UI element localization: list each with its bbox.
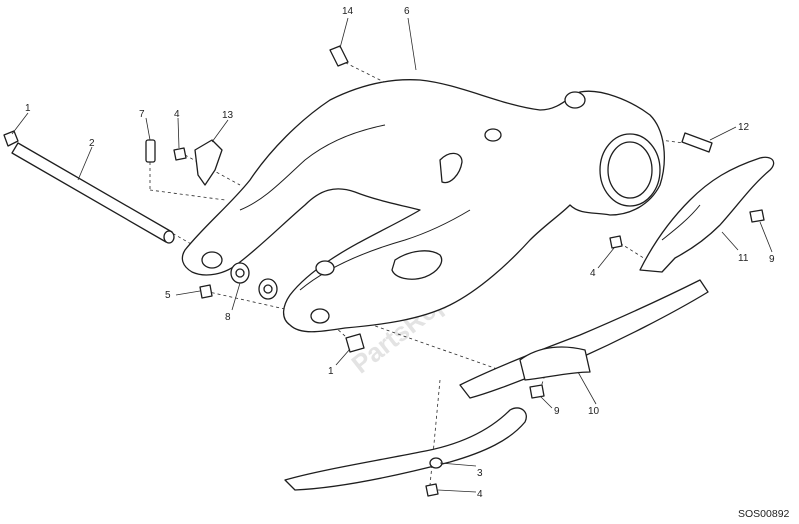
swingarm — [181, 79, 665, 333]
callout-4-mid: 4 — [590, 268, 596, 279]
washers-8 — [230, 262, 278, 300]
callout-3: 3 — [477, 468, 483, 479]
bracket-13 — [194, 139, 223, 186]
callout-9-lower: 9 — [554, 406, 560, 417]
nut-5 — [199, 284, 213, 299]
screw-9-upper — [749, 209, 765, 223]
screw-4-upper — [173, 147, 187, 161]
lower-slider-3 — [284, 407, 527, 491]
callouts: 1 2 7 4 13 14 6 12 9 11 4 5 8 1 9 10 3 4 — [25, 6, 775, 500]
callout-12: 12 — [738, 122, 750, 133]
screw-9-lower — [529, 384, 545, 399]
plug-top — [3, 130, 19, 147]
screw-4-mid — [609, 235, 623, 249]
callout-14: 14 — [342, 6, 354, 17]
callout-9-upper: 9 — [769, 254, 775, 265]
callout-10: 10 — [588, 406, 600, 417]
callout-7: 7 — [139, 109, 145, 120]
callout-4-upper: 4 — [174, 109, 180, 120]
screw-14 — [329, 45, 349, 67]
callout-8: 8 — [225, 312, 231, 323]
callout-2: 2 — [89, 138, 95, 149]
callout-5: 5 — [165, 290, 171, 301]
callout-6: 6 — [404, 6, 410, 17]
chain-slider-10 — [459, 279, 709, 399]
callout-1-lower: 1 — [328, 366, 334, 377]
screw-7 — [145, 139, 156, 163]
chain-guard-11 — [639, 156, 775, 273]
callout-4-lower: 4 — [477, 489, 483, 500]
screw-4-lower — [425, 483, 439, 497]
pivot-pin — [11, 142, 175, 244]
drawing-code: SOS00892 — [738, 508, 790, 520]
screw-12 — [681, 132, 713, 153]
callout-11: 11 — [738, 253, 749, 264]
leader-lines — [11, 17, 773, 493]
callout-13: 13 — [222, 110, 234, 121]
plug-lower — [345, 333, 365, 353]
callout-1-top: 1 — [25, 103, 31, 114]
